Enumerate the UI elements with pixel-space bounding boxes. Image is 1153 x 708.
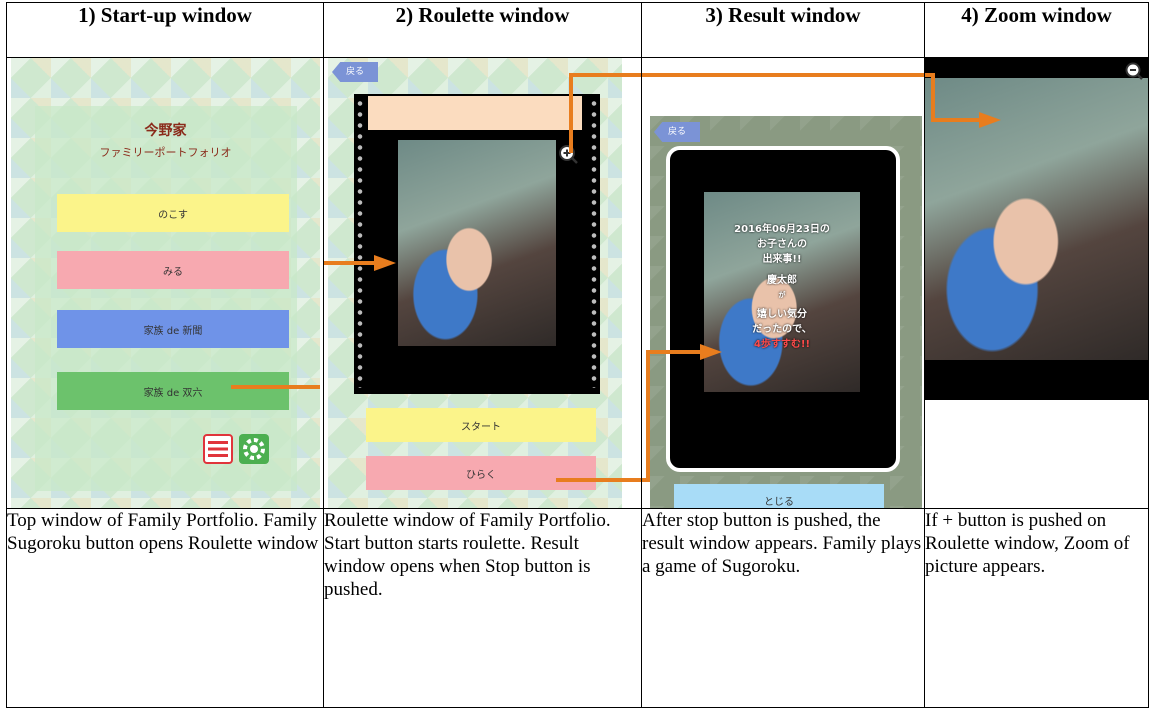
description-zoom: If + button is pushed on Roulette window… xyxy=(924,508,1149,708)
description-row: Top window of Family Portfolio. Family S… xyxy=(6,508,1149,708)
family-name-title: 今野家 xyxy=(144,123,187,139)
result-message: 2016年06月23日の お子さんの 出来事!! 慶太郎 が 嬉しい気分 だった… xyxy=(704,222,860,352)
film-perforation-left xyxy=(357,98,363,388)
arrow-segment xyxy=(931,73,935,121)
arrow-segment xyxy=(556,478,641,482)
family-newspaper-button[interactable]: 家族 de 新聞 xyxy=(57,310,289,348)
result-line-3: 出来事!! xyxy=(762,254,802,265)
arrow-segment xyxy=(569,73,641,77)
arrow-segment xyxy=(925,73,933,77)
arrow-segment xyxy=(646,350,706,354)
screens-table: 1) Start-up window 2) Roulette window 3)… xyxy=(6,2,1149,708)
zoom-screen xyxy=(925,58,1148,400)
header-startup: 1) Start-up window xyxy=(6,2,324,58)
result-line-2: お子さんの xyxy=(757,239,807,250)
arrow-right-icon xyxy=(700,342,722,362)
result-line-5: が xyxy=(778,291,786,299)
arrow-segment xyxy=(569,73,573,153)
result-line-6: 嬉しい気分 xyxy=(757,309,807,320)
arrow-segment xyxy=(646,350,650,482)
roulette-cell: 戻る スタート ひらく xyxy=(323,57,642,509)
result-photo xyxy=(704,192,860,392)
zoom-cell xyxy=(924,57,1149,509)
screenshot-row: 今野家 ファミリーポートフォリオ のこす みる 家族 de 新聞 家族 de 双… xyxy=(6,57,1149,509)
nokosu-button[interactable]: のこす xyxy=(57,194,289,232)
miru-button[interactable]: みる xyxy=(57,251,289,289)
header-result: 3) Result window xyxy=(641,2,925,58)
header-roulette: 2) Roulette window xyxy=(323,2,642,58)
family-sugoroku-button[interactable]: 家族 de 双六 xyxy=(57,372,289,410)
arrow-segment xyxy=(642,73,924,77)
arrow-right-icon xyxy=(979,110,1001,130)
roulette-photo xyxy=(398,140,556,346)
zoom-out-icon[interactable] xyxy=(1125,62,1143,80)
description-roulette: Roulette window of Family Portfolio. Sta… xyxy=(323,508,642,708)
arrow-segment xyxy=(642,478,648,482)
zoom-photo xyxy=(925,78,1148,360)
header-zoom: 4) Zoom window xyxy=(924,2,1149,58)
film-perforation-right xyxy=(591,98,597,388)
roulette-screen: 戻る スタート ひらく xyxy=(328,58,622,508)
roulette-banner xyxy=(368,96,582,130)
description-startup: Top window of Family Portfolio. Family S… xyxy=(6,508,324,708)
result-screen: 戻る 2016年06月23日の お子さんの 出来事!! 慶太郎 が 嬉しい気分 … xyxy=(650,116,922,508)
portfolio-title: ファミリーポートフォリオ xyxy=(99,146,232,159)
result-line-1: 2016年06月23日の xyxy=(734,224,830,235)
start-button[interactable]: スタート xyxy=(366,408,596,442)
back-button[interactable]: 戻る xyxy=(654,122,700,142)
back-button[interactable]: 戻る xyxy=(332,62,378,82)
result-cell: 戻る 2016年06月23日の お子さんの 出来事!! 慶太郎 が 嬉しい気分 … xyxy=(641,57,925,509)
startup-screen: 今野家 ファミリーポートフォリオ のこす みる 家族 de 新聞 家族 de 双… xyxy=(11,58,320,508)
startup-cell: 今野家 ファミリーポートフォリオ のこす みる 家族 de 新聞 家族 de 双… xyxy=(6,57,324,509)
arrow-segment xyxy=(231,385,320,389)
menu-icon[interactable] xyxy=(203,434,233,464)
description-result: After stop button is pushed, the result … xyxy=(641,508,925,708)
result-line-4: 慶太郎 xyxy=(767,275,797,286)
startup-panel xyxy=(35,106,297,491)
arrow-segment xyxy=(324,261,384,265)
arrow-right-icon xyxy=(374,253,396,273)
close-button[interactable]: とじる xyxy=(674,484,884,508)
open-button[interactable]: ひらく xyxy=(366,456,596,490)
gear-icon[interactable] xyxy=(239,434,269,464)
arrow-segment xyxy=(931,118,983,122)
result-line-7: だったので、 xyxy=(752,324,812,335)
header-row: 1) Start-up window 2) Roulette window 3)… xyxy=(6,2,1149,58)
result-line-8: 4歩すすむ!! xyxy=(753,339,811,350)
zoom-in-icon[interactable] xyxy=(558,144,578,164)
